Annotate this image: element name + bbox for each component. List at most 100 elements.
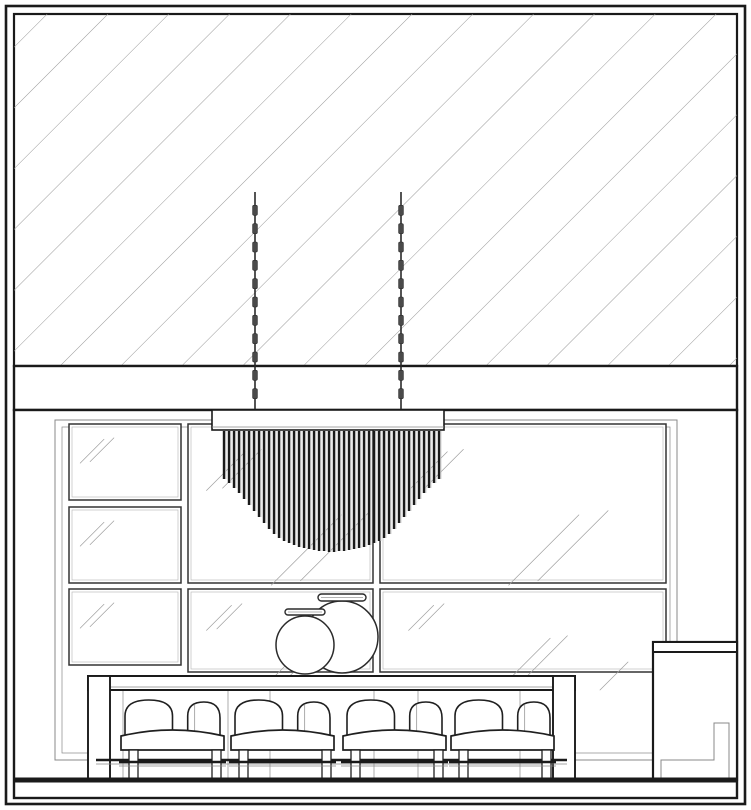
pendant-rod-right-bead <box>398 314 404 326</box>
chandelier-rod <box>437 431 441 479</box>
counter-stool <box>341 699 448 781</box>
chandelier-rod-highlight <box>405 431 407 517</box>
chandelier-rod-highlight <box>305 431 307 548</box>
stool-leg-right <box>321 749 332 781</box>
chandelier-rod-highlight <box>275 431 277 534</box>
pendant-rod-left-bead <box>252 314 258 326</box>
chandelier-rod-highlight <box>295 431 297 545</box>
chandelier-rod <box>427 431 431 488</box>
chandelier-rod <box>307 431 311 549</box>
chandelier-rod-highlight <box>225 431 227 479</box>
chandelier-rod-highlight <box>240 431 242 493</box>
chandelier-rod-highlight <box>330 431 332 552</box>
glass-reflection-mark <box>418 603 445 630</box>
chandelier-rod <box>362 431 366 547</box>
stool-back-right <box>186 701 221 736</box>
glass-reflection-mark <box>79 521 105 547</box>
chandelier-rod <box>397 431 401 523</box>
stool-seat <box>342 729 447 751</box>
ceiling-hatch-fill <box>14 14 737 366</box>
chandelier-rod-highlight <box>300 431 302 547</box>
chandelier-rod <box>417 431 421 499</box>
chandelier-rod <box>352 431 356 549</box>
chandelier-rod-highlight <box>250 431 252 505</box>
pendant-rod-left-bead <box>252 351 258 363</box>
stool-seat <box>450 729 555 751</box>
chandelier-rod-highlight <box>440 431 442 479</box>
stool-back-left <box>346 699 396 736</box>
chandelier-rod-highlight <box>365 431 367 547</box>
pendant-rod-right <box>398 192 404 412</box>
right-cabinet <box>599 640 739 782</box>
chandelier-rod-highlight <box>310 431 312 549</box>
chandelier-rod-highlight <box>335 431 337 552</box>
chandelier-rod <box>387 431 391 534</box>
glass-reflection-mark <box>508 637 551 681</box>
panel-lower-left <box>68 588 182 666</box>
stool-leg-right <box>433 749 444 781</box>
soffit-band <box>12 364 739 412</box>
chandelier-rod <box>232 431 236 488</box>
chandelier-rod <box>327 431 331 552</box>
chandelier-rod-highlight <box>270 431 272 529</box>
stool-leg-left <box>128 749 139 781</box>
chandelier-rod <box>297 431 301 547</box>
vase-small-body <box>275 615 335 675</box>
chandelier-rod <box>342 431 346 551</box>
right-cabinet-inner-step <box>660 722 730 780</box>
glass-reflection-mark <box>206 605 232 631</box>
chandelier-rod <box>242 431 246 499</box>
island-left-waterfall-panel <box>87 675 111 781</box>
chandelier-rod-highlight <box>395 431 397 529</box>
pendant-rod-left-bead <box>252 241 258 253</box>
chandelier-rod <box>287 431 291 543</box>
counter-stools <box>119 699 556 781</box>
stool-leg-left <box>238 749 249 781</box>
chandelier-rod-highlight <box>425 431 427 493</box>
chandelier-rod-highlight <box>230 431 232 483</box>
chandelier-rod-highlight <box>345 431 347 551</box>
decorative-vases <box>275 593 379 675</box>
counter-stool <box>119 699 226 781</box>
counter-stool <box>449 699 556 781</box>
stool-back-right <box>516 701 551 736</box>
chandelier-rod <box>312 431 316 550</box>
pendant-rod-left-bead <box>252 205 258 216</box>
pendant-rod-left-bead <box>252 296 258 308</box>
glass-reflection-mark <box>599 661 629 691</box>
stool-seat <box>230 729 335 751</box>
chandelier-rod-highlight <box>265 431 267 523</box>
panel-upper-left-glass-inset <box>71 426 179 498</box>
chandelier-rod-highlight <box>350 431 352 550</box>
chandelier-canopy <box>211 409 445 431</box>
chandelier-rod-highlight <box>255 431 257 511</box>
pendant-rod-right-bead <box>398 223 404 234</box>
chandelier-rod <box>292 431 296 545</box>
pendant-rod-left-bead <box>252 259 258 271</box>
chandelier-fixture <box>211 409 445 552</box>
chandelier-rod <box>377 431 381 541</box>
chandelier-rod-highlight <box>235 431 237 488</box>
chandelier-rod-array <box>222 431 442 552</box>
chandelier-rod <box>357 431 361 548</box>
stool-back-left <box>234 699 284 736</box>
pendant-rod-left-bead <box>252 278 258 290</box>
chandelier-rod <box>392 431 396 529</box>
soffit-outline <box>12 364 739 412</box>
chandelier-rod <box>337 431 341 551</box>
chandelier-rod-highlight <box>280 431 282 538</box>
chandelier-rod <box>267 431 271 529</box>
pendant-rod-left <box>252 192 258 412</box>
pendant-rod-right-bead <box>398 369 404 381</box>
glass-reflection-mark <box>89 602 115 627</box>
chandelier-rod <box>272 431 276 534</box>
pendant-rod-right-bead <box>398 351 404 363</box>
stool-leg-left <box>350 749 361 781</box>
pendant-rod-left-bead <box>252 388 258 400</box>
chandelier-rod-highlight <box>320 431 322 551</box>
pendant-rod-right-bead <box>398 241 404 253</box>
chandelier-rod-highlight <box>385 431 387 538</box>
panel-upper-right <box>379 423 667 584</box>
chandelier-rod <box>422 431 426 493</box>
